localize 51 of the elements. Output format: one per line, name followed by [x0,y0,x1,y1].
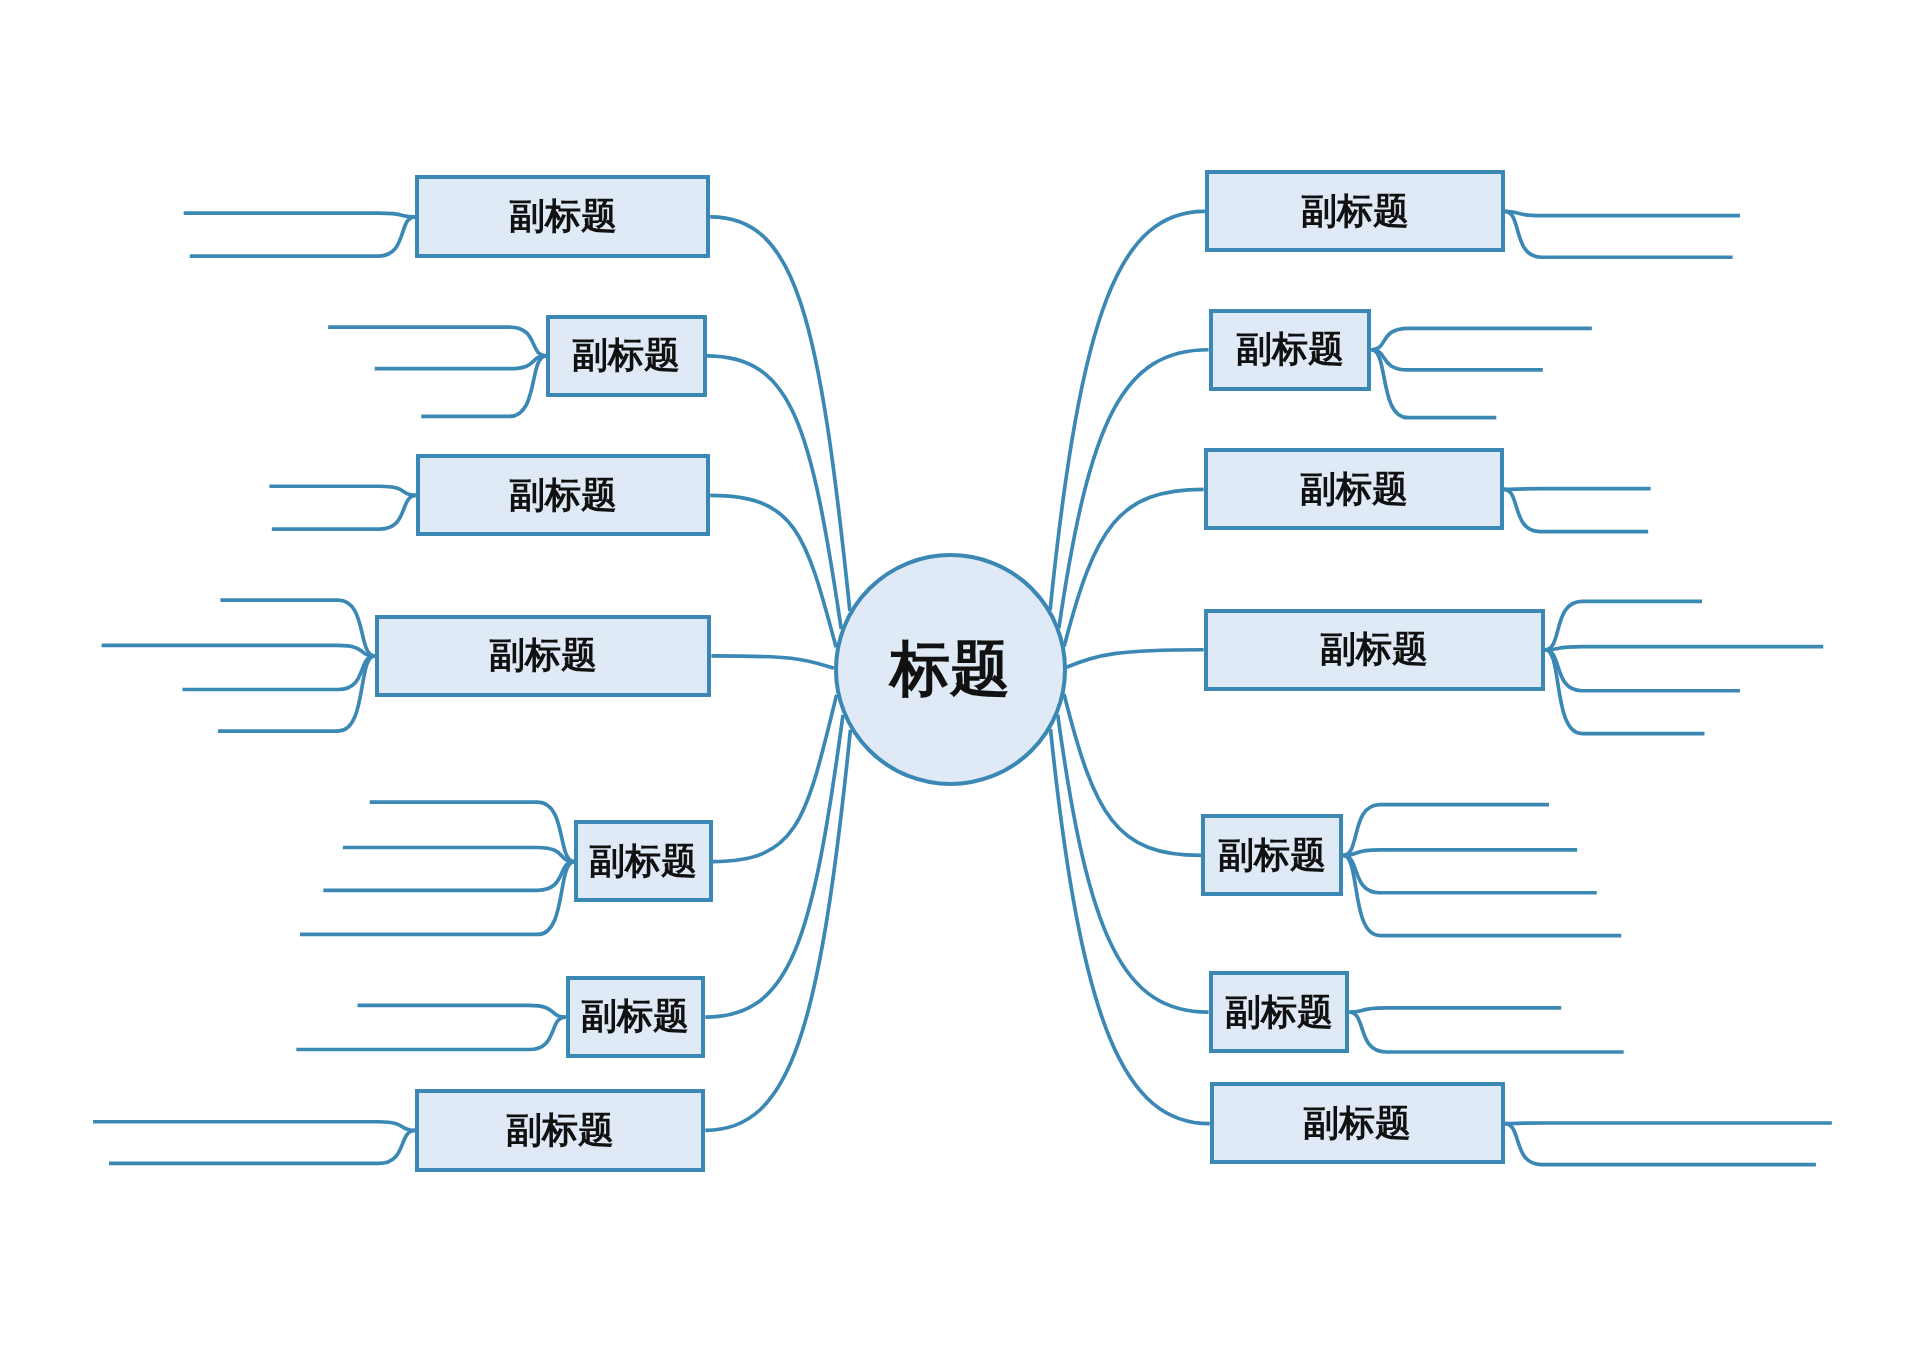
connector [711,654,835,670]
branch-line [271,493,417,531]
branch-line [328,325,547,358]
connector [1062,693,1202,858]
subtopic-box: 副标题 [416,454,711,537]
branch-line [269,484,417,498]
central-topic-circle: 标题 [833,553,1067,787]
connector [1048,209,1206,611]
connector [1057,347,1209,629]
branch-line [1371,326,1592,352]
branch-line [1349,1010,1624,1054]
subtopic-box: 副标题 [574,820,713,903]
branch-line [421,354,547,419]
branch-line [1504,1121,1816,1167]
branch-line [189,215,416,258]
subtopic-box: 副标题 [415,1088,706,1172]
branch-line [182,654,375,692]
subtopic-box: 副标题 [1204,170,1505,253]
subtopic-box: 副标题 [1201,814,1344,897]
connector [1062,487,1204,647]
branch-line [1370,348,1497,420]
subtopic-box: 副标题 [374,614,712,697]
branch-line [342,845,575,864]
branch-line [1371,347,1543,372]
connector [1055,714,1209,1014]
branch-line [93,1119,416,1133]
subtopic-box: 副标题 [1208,308,1372,391]
connector [1065,647,1204,669]
connector [1048,728,1210,1126]
branch-line [1544,648,1705,736]
subtopic-box: 副标题 [546,314,707,397]
subtopic-box: 副标题 [1203,448,1504,531]
branch-line [357,1003,566,1019]
branch-line [1503,487,1649,534]
connector [712,694,839,864]
subtopic-box: 副标题 [1208,971,1350,1054]
branch-line [1343,848,1578,858]
branch-line [1503,486,1651,492]
connector [705,729,853,1133]
branch-line [109,1128,416,1166]
connector [706,354,844,630]
branch-line [1349,1006,1562,1014]
branch-line [296,1015,566,1052]
subtopic-box: 副标题 [1203,608,1546,691]
connector [710,215,852,612]
subtopic-box: 副标题 [415,175,711,259]
subtopic-box: 副标题 [565,975,706,1058]
connector [710,493,838,648]
subtopic-box: 副标题 [1209,1082,1505,1165]
connector [705,714,845,1019]
branch-line [1504,209,1733,260]
